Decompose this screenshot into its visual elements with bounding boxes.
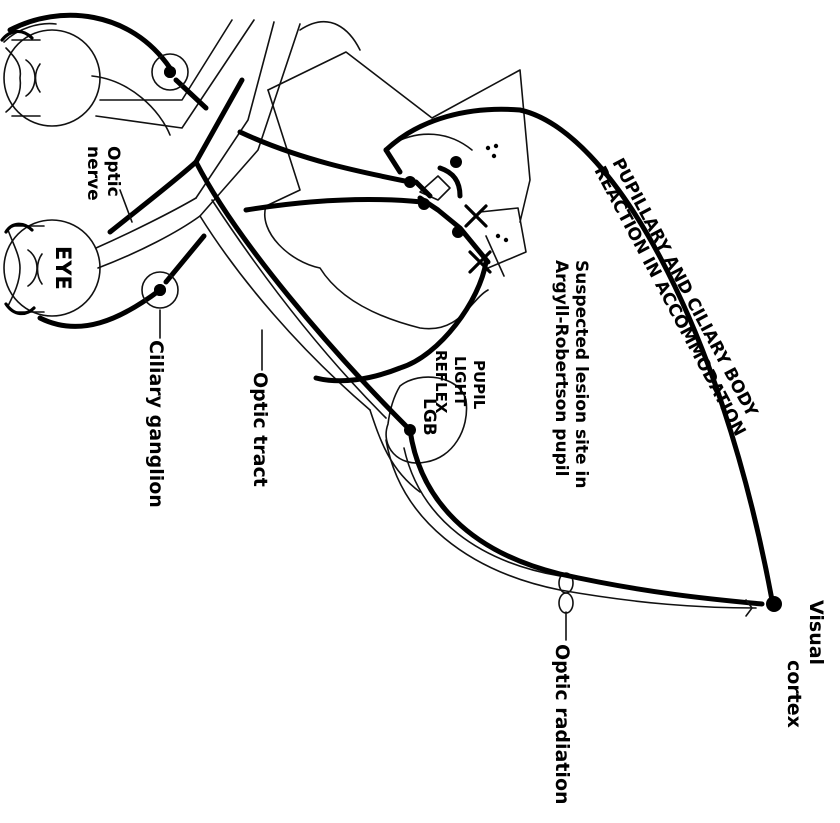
lower-eye: EYE bbox=[4, 220, 100, 316]
pupil-light-reflex-label-1: PUPIL bbox=[470, 360, 488, 410]
suspected-lesion-label-2: Argyll-Robertson pupil bbox=[551, 260, 571, 476]
upper-eye bbox=[2, 24, 100, 126]
pupil-light-reflex-label-3: REFLEX bbox=[432, 350, 450, 414]
optic-tract-label: Optic tract bbox=[249, 372, 271, 487]
ciliary-ganglion-upper bbox=[152, 54, 188, 90]
ciliary-ganglion-label: Ciliary ganglion bbox=[145, 340, 167, 508]
visual-cortex-label-2: cortex bbox=[783, 660, 805, 728]
optic-nerve-label-1: Optic bbox=[103, 146, 123, 197]
pupil-light-reflex-label-2: LIGHT bbox=[451, 356, 469, 407]
ciliary-ganglion-lower bbox=[142, 272, 178, 308]
accommodation-label-1: PUPILLARY AND CILIARY BODY bbox=[608, 155, 762, 421]
midbrain-outline bbox=[265, 22, 530, 329]
suspected-lesion-label-1: Suspected lesion site in bbox=[571, 260, 591, 488]
optic-nerve-label-2: nerve bbox=[83, 146, 103, 201]
eye-label: EYE bbox=[51, 246, 75, 290]
optic-radiation-label: Optic radiation bbox=[551, 644, 573, 805]
visual-cortex-label-1: Visual bbox=[805, 600, 827, 665]
accommodation-label-2: REACTION IN ACCOMMODATION bbox=[590, 163, 750, 440]
neural-pathways bbox=[10, 15, 772, 604]
